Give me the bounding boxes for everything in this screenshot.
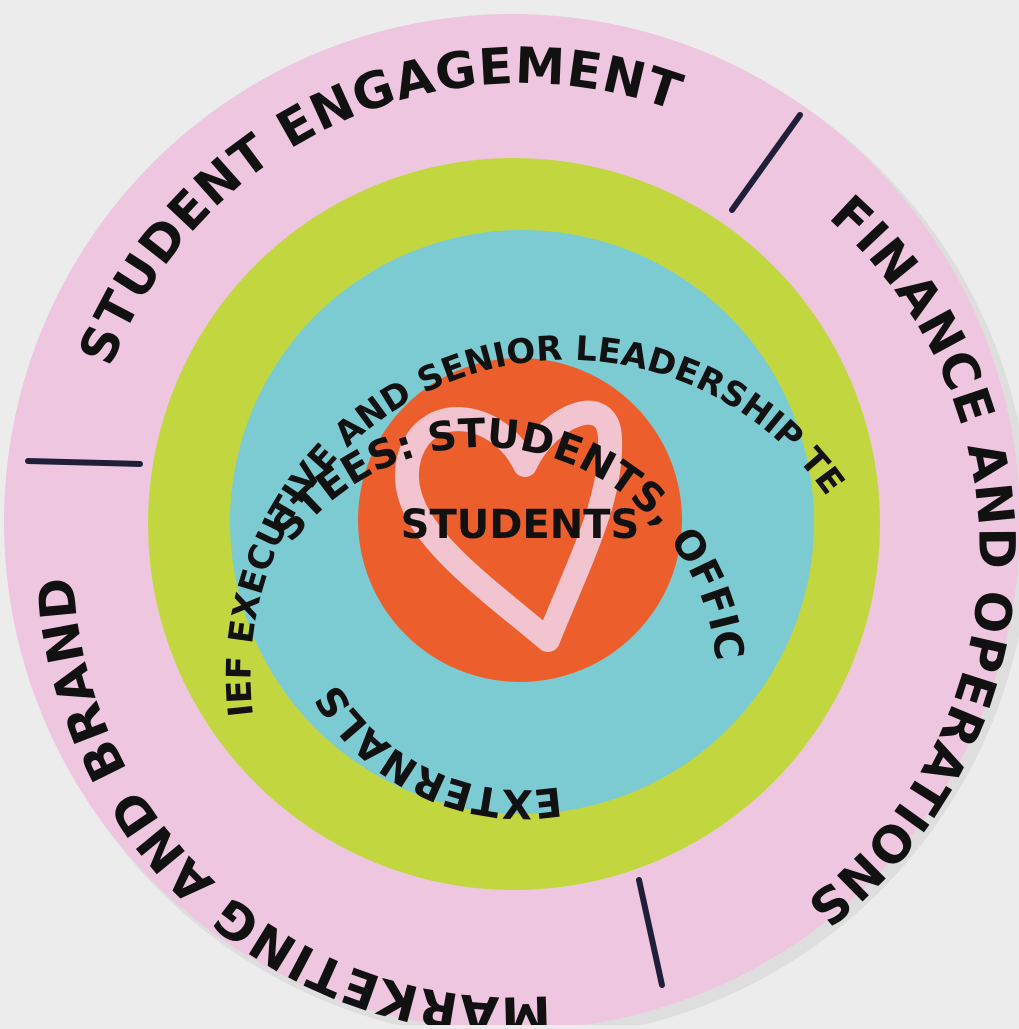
heart-icon [394, 400, 623, 652]
students-center-label: STUDENTS [401, 502, 640, 548]
divider-left [25, 458, 143, 467]
divider-bottom [636, 877, 665, 988]
divider-top-right [729, 112, 803, 213]
